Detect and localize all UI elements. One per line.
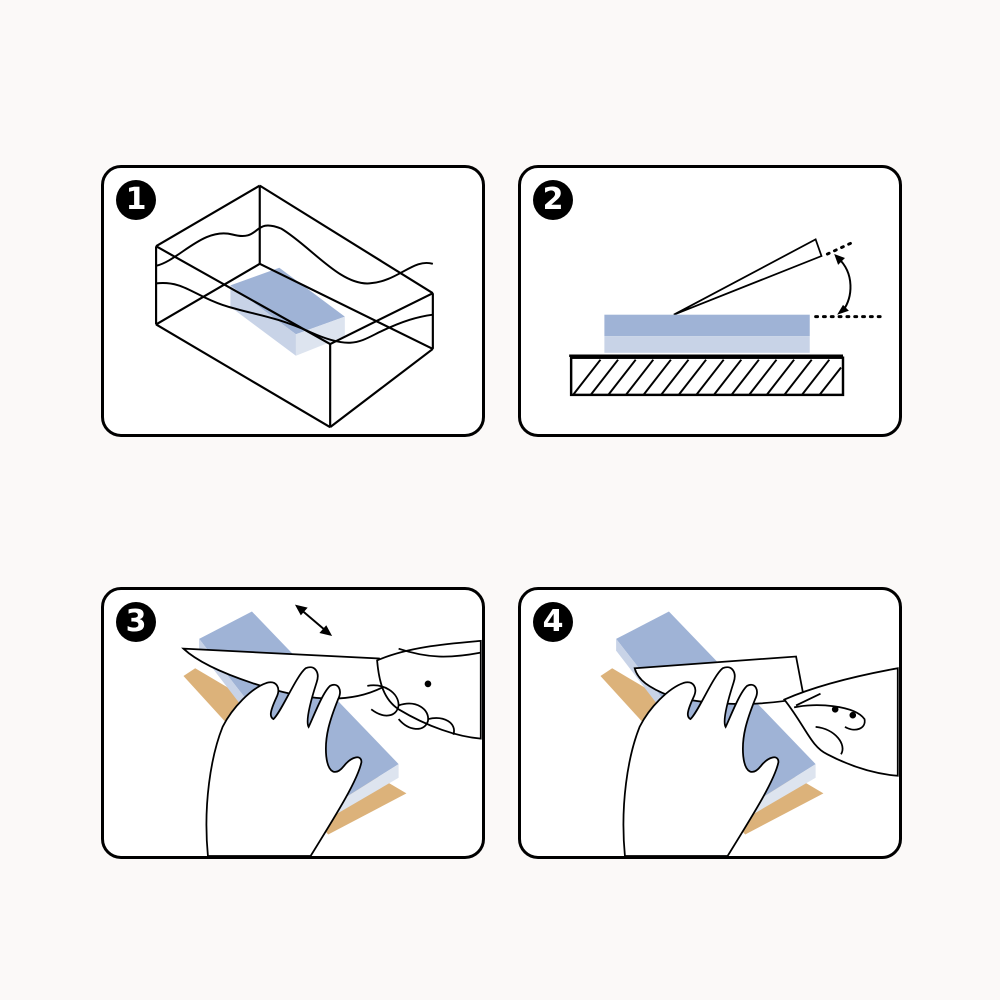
sharpen-blade-edge-icon xyxy=(600,611,899,856)
table-hatching xyxy=(572,359,842,396)
water-container xyxy=(155,184,434,429)
left-hand xyxy=(205,666,363,856)
arrow-head-bottom xyxy=(837,304,849,315)
arrow-head-top xyxy=(834,254,845,265)
step-4-panel: 4 xyxy=(518,587,902,859)
sharpen-blade-back-and-forth-icon xyxy=(181,604,482,856)
step-3-badge: 3 xyxy=(116,602,156,642)
left-hand xyxy=(622,666,780,856)
step-2-panel: 2 xyxy=(518,165,902,437)
step-4-badge: 4 xyxy=(533,602,573,642)
right-hand-fingers xyxy=(367,647,481,736)
right-hand-fingers xyxy=(793,692,866,755)
stone-top xyxy=(230,267,345,335)
step-1-badge: 1 xyxy=(116,180,156,220)
right-hand xyxy=(376,639,482,740)
water-waves xyxy=(155,224,434,344)
stone-top xyxy=(604,314,810,337)
stone-side xyxy=(230,285,296,356)
step-2-badge: 2 xyxy=(533,180,573,220)
stone-front xyxy=(745,764,816,819)
step-1-panel: 1 xyxy=(101,165,485,437)
step-3-panel: 3 xyxy=(101,587,485,859)
right-hand xyxy=(782,667,899,777)
angle-guides xyxy=(814,240,884,319)
soak-stone-in-water-icon xyxy=(155,184,434,429)
stone-front xyxy=(328,764,399,819)
double-arrow-icon xyxy=(294,604,333,636)
stone-bottom xyxy=(604,336,810,353)
blade-outline xyxy=(673,238,823,316)
blade-angle-on-stone-icon xyxy=(569,238,884,397)
angle-arc xyxy=(837,257,852,312)
